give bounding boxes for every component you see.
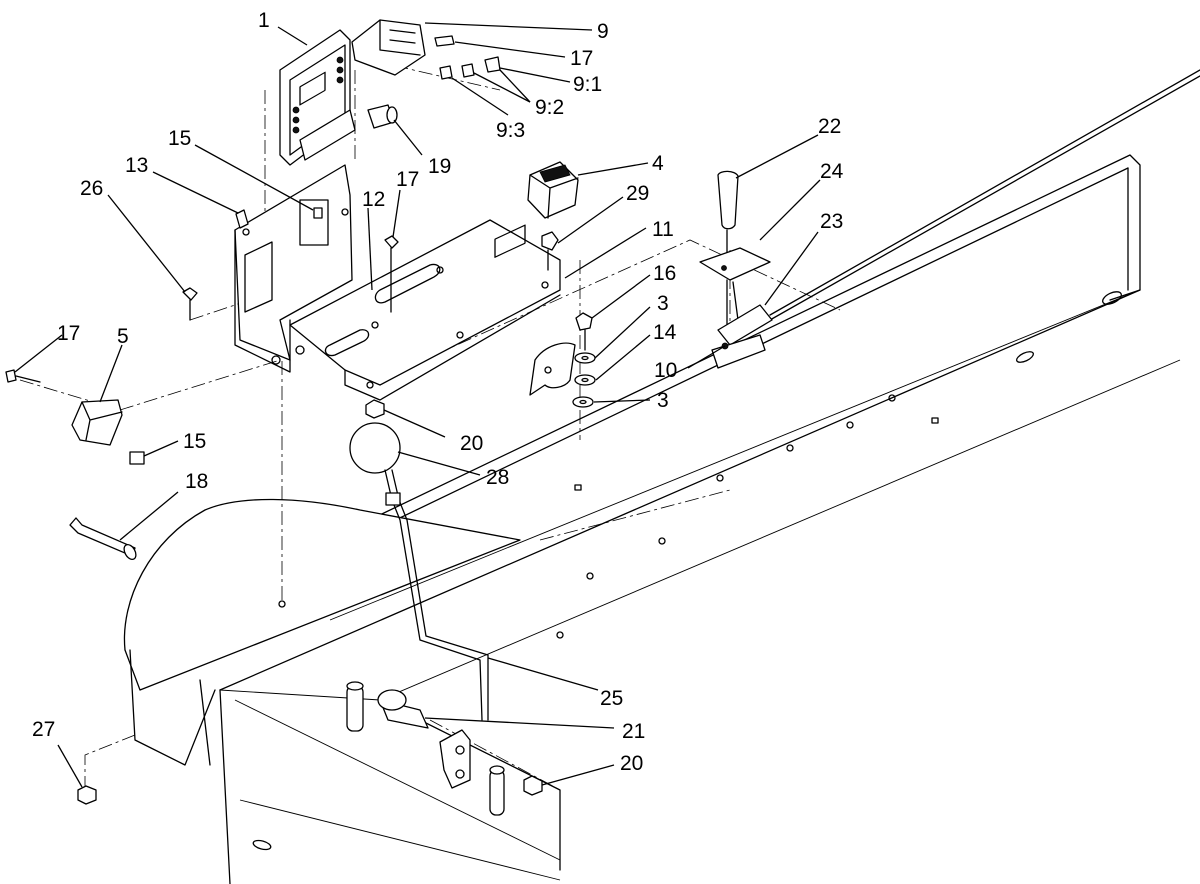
wire-connector bbox=[351, 19, 501, 129]
callout-9-2: 9:2 bbox=[535, 96, 564, 119]
callout-19: 19 bbox=[428, 155, 451, 178]
callout-1: 1 bbox=[258, 9, 270, 32]
callout-15-top: 15 bbox=[168, 127, 191, 150]
detent-assembly bbox=[365, 312, 596, 419]
callout-13: 13 bbox=[125, 154, 148, 177]
callout-27: 27 bbox=[32, 718, 55, 741]
pivot-hardware bbox=[77, 681, 543, 816]
callout-14: 14 bbox=[653, 321, 677, 344]
interlock-switch bbox=[5, 369, 145, 465]
callout-9: 9 bbox=[597, 20, 609, 43]
center-lines bbox=[19, 59, 841, 791]
callout-17-left: 17 bbox=[57, 322, 80, 345]
callout-3-lower: 3 bbox=[657, 389, 669, 412]
callout-26: 26 bbox=[80, 177, 103, 200]
callout-20-lower: 20 bbox=[620, 752, 643, 775]
relay bbox=[527, 161, 579, 219]
throttle-lever bbox=[699, 170, 773, 369]
callout-17-top: 17 bbox=[570, 47, 593, 70]
callout-21: 21 bbox=[622, 720, 645, 743]
chassis-frame bbox=[69, 69, 1200, 884]
callout-15-lower: 15 bbox=[183, 430, 206, 453]
callout-10: 10 bbox=[654, 359, 677, 382]
callout-9-1: 9:1 bbox=[573, 73, 602, 96]
callout-17-mid: 17 bbox=[396, 168, 419, 191]
callout-29: 29 bbox=[626, 182, 649, 205]
callout-12: 12 bbox=[362, 188, 385, 211]
callout-24: 24 bbox=[820, 160, 844, 183]
callout-18: 18 bbox=[185, 470, 208, 493]
callout-11: 11 bbox=[652, 218, 674, 241]
callout-22: 22 bbox=[818, 115, 841, 138]
callout-3-upper: 3 bbox=[657, 292, 669, 315]
callout-16: 16 bbox=[653, 262, 676, 285]
callout-4: 4 bbox=[652, 152, 664, 175]
callout-5: 5 bbox=[117, 325, 129, 348]
callout-20-upper: 20 bbox=[460, 432, 483, 455]
callout-9-3: 9:3 bbox=[496, 119, 525, 142]
shift-lever bbox=[349, 422, 489, 721]
callout-25: 25 bbox=[600, 687, 623, 710]
callout-23: 23 bbox=[820, 210, 843, 233]
controller-module bbox=[279, 29, 356, 166]
callout-28: 28 bbox=[486, 466, 509, 489]
mount-bracket bbox=[182, 164, 561, 401]
callouts: 1 9 17 9:1 9:2 9:3 19 22 15 13 4 24 bbox=[14, 9, 844, 788]
